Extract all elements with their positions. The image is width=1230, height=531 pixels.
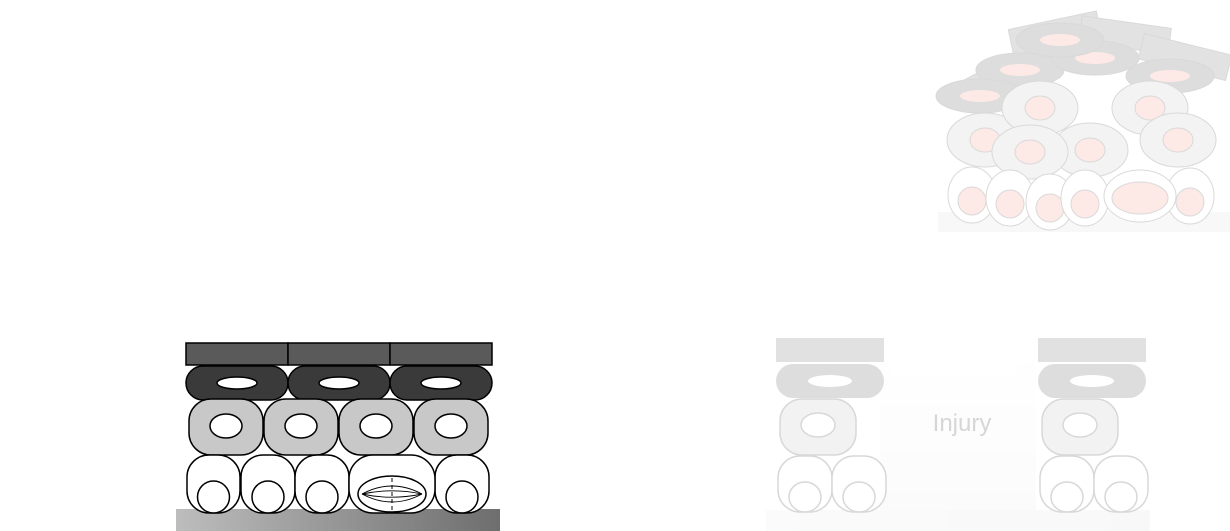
basement-membrane-hyper [938, 212, 1230, 232]
spinous-cell [1111, 80, 1189, 136]
spinous-nucleus [800, 412, 836, 438]
granular-nucleus [1000, 64, 1040, 76]
basal-nucleus [445, 480, 479, 514]
spinous-nucleus [1014, 139, 1046, 165]
granular-nucleus [1070, 375, 1114, 387]
spinous-cell [779, 398, 857, 456]
corneocyte [1078, 15, 1172, 55]
spinous-nucleus [1162, 127, 1194, 153]
corneocyte [185, 342, 289, 366]
granular-nucleus [960, 90, 1000, 102]
basal-cell [1165, 167, 1215, 225]
basal-nucleus [196, 480, 231, 514]
spinous-nucleus [209, 413, 243, 439]
spinous-nucleus [284, 413, 318, 439]
basal-cell [1060, 169, 1110, 227]
basal-cell [947, 166, 997, 224]
injury-label: Injury [933, 410, 992, 437]
granular-cell [776, 364, 884, 398]
spinous-nucleus [969, 127, 1001, 153]
basal-nucleus [995, 189, 1025, 219]
mitotic-spindle [1111, 181, 1169, 215]
basal-cell [777, 455, 833, 513]
corneocyte [1137, 32, 1230, 82]
corneocyte [1038, 338, 1146, 362]
granular-nucleus [216, 376, 258, 390]
basal-nucleus [788, 481, 822, 513]
basal-nucleus [1070, 189, 1100, 219]
basal-nucleus [1104, 481, 1138, 513]
corneocyte [958, 39, 1052, 107]
wound-bed [880, 360, 1036, 510]
spinous-cell [1001, 80, 1079, 136]
spinous-cell [1139, 112, 1217, 168]
spindle-fiber [361, 493, 423, 498]
corneocyte [1007, 10, 1103, 56]
basal-nucleus [251, 480, 285, 514]
granular-cell [1038, 364, 1146, 398]
basal-cell [831, 455, 887, 513]
granular-cell [975, 52, 1065, 88]
spinous-nucleus [434, 413, 468, 439]
basement-membrane [176, 509, 500, 531]
granular-nucleus [318, 376, 360, 390]
basal-nucleus [305, 480, 339, 514]
spinous-nucleus [359, 413, 393, 439]
dividing-basal-cell [1103, 169, 1177, 223]
granular-nucleus [1040, 34, 1080, 46]
basal-nucleus [1050, 481, 1084, 513]
injured-epidermis [766, 338, 1150, 531]
granular-nucleus [1075, 52, 1115, 64]
wound-edge-cells [776, 338, 1149, 513]
spinous-nucleus [1024, 95, 1056, 121]
basal-cell [1093, 455, 1149, 513]
basal-nucleus [842, 481, 876, 513]
spinous-nucleus [1074, 137, 1106, 163]
spinous-cell [1051, 122, 1129, 178]
basal-nucleus [1175, 187, 1205, 217]
basal-cell [1025, 173, 1075, 231]
spindle-fiber [361, 490, 423, 495]
basal-nucleus [1035, 193, 1065, 223]
corneocyte [287, 342, 391, 366]
basal-nucleus [957, 186, 987, 216]
corneocyte [389, 342, 493, 366]
granular-cell [1015, 22, 1105, 58]
basement-membrane-injured [766, 510, 1150, 531]
spinous-nucleus [1062, 412, 1098, 438]
spinous-nucleus [1134, 95, 1166, 121]
healthy-epidermis [176, 342, 500, 531]
granular-nucleus [808, 375, 852, 387]
granular-cell [1050, 40, 1140, 76]
stratum-spinosum [188, 398, 489, 456]
disorganized-cells [935, 10, 1230, 231]
spinous-cell [946, 112, 1024, 168]
granular-nucleus [1150, 70, 1190, 82]
granular-cell [1125, 58, 1215, 94]
stratum-basale [186, 454, 490, 514]
corneocyte [776, 338, 884, 362]
basal-cell [985, 169, 1035, 227]
basal-cell [1039, 455, 1095, 513]
granular-cell [935, 78, 1025, 114]
spinous-cell [1041, 398, 1119, 456]
hyperproliferative-epidermis [935, 10, 1230, 232]
granular-nucleus [420, 376, 462, 390]
stratum-granulosum [185, 365, 493, 401]
stratum-corneum [185, 342, 493, 366]
spinous-cell [991, 124, 1069, 180]
